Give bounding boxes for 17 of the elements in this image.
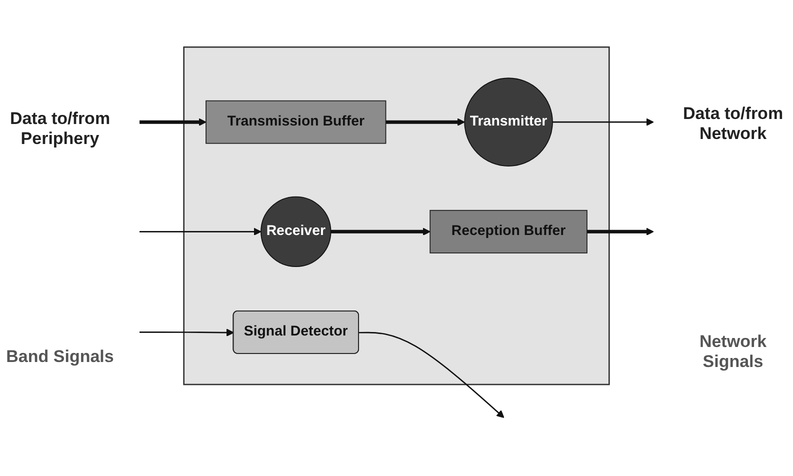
node-circle: Receiver — [260, 196, 332, 268]
arrow — [140, 118, 206, 126]
signal-label: Band Signals — [5, 347, 115, 367]
arrow — [140, 228, 262, 236]
arrow — [552, 118, 654, 126]
signal-label: Data to/from Network — [682, 104, 784, 144]
node-circle: Transmitter — [464, 78, 553, 167]
signal-label: Network Signals — [698, 332, 768, 372]
signal-label: Data to/from Periphery — [8, 109, 112, 149]
cluster — [183, 46, 610, 386]
arrow — [386, 118, 465, 126]
arrow — [586, 228, 654, 236]
arrow — [140, 329, 234, 337]
node-box: Reception Buffer — [430, 210, 588, 254]
arrow — [359, 332, 504, 418]
node-box: Transmission Buffer — [206, 100, 386, 144]
arrow — [330, 228, 430, 236]
